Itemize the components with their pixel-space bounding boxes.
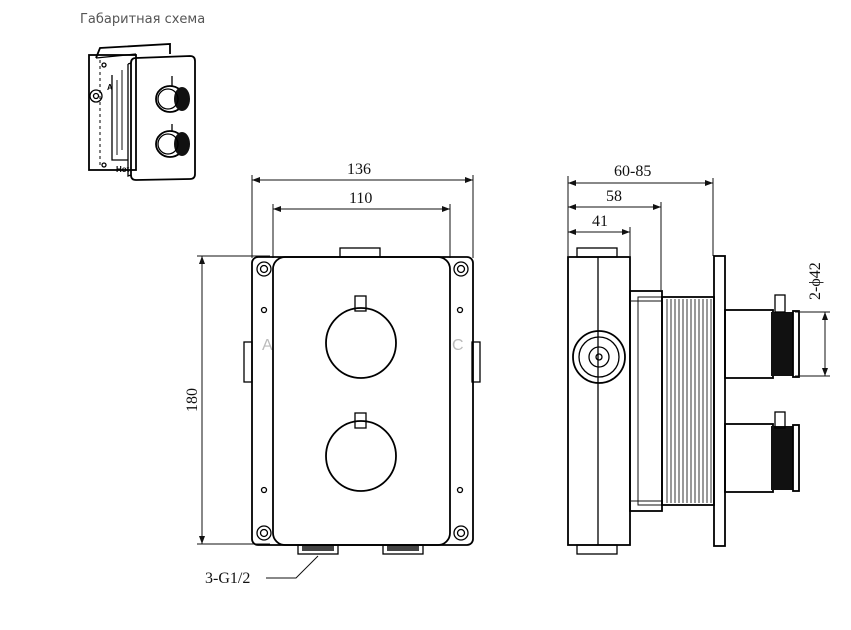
dimension-height: 180 bbox=[184, 388, 201, 412]
front-view: 136 110 180 bbox=[184, 161, 481, 587]
side-outlet-top bbox=[724, 294, 800, 379]
dimension-depth-58: 58 bbox=[606, 188, 622, 205]
thumbnail-label-a: A bbox=[107, 83, 113, 92]
panel-label-a: A bbox=[262, 337, 273, 354]
product-thumbnail: A Hot bbox=[88, 43, 196, 181]
thread-label: 3-G1/2 bbox=[205, 570, 250, 587]
thread-lines bbox=[666, 299, 712, 503]
side-view: 60-85 58 41 bbox=[567, 163, 830, 555]
dimension-diameter: 2-ϕ42 bbox=[807, 262, 824, 300]
thumbnail-label-hot: Hot bbox=[116, 165, 130, 174]
thumbnail-knob-top bbox=[155, 76, 190, 113]
front-knob-top bbox=[325, 295, 397, 379]
dimension-depth-41: 41 bbox=[592, 213, 608, 230]
panel-label-c: C bbox=[452, 337, 464, 354]
side-outlet-bottom bbox=[724, 411, 800, 493]
dimension-depth-range: 60-85 bbox=[614, 163, 651, 180]
diagram-caption: Габаритная схема bbox=[80, 12, 206, 27]
thumbnail-knob-bottom bbox=[155, 124, 190, 158]
dimension-width-inner: 110 bbox=[349, 190, 372, 207]
dimension-width-outer: 136 bbox=[347, 161, 371, 178]
front-knob-bottom bbox=[325, 412, 397, 492]
